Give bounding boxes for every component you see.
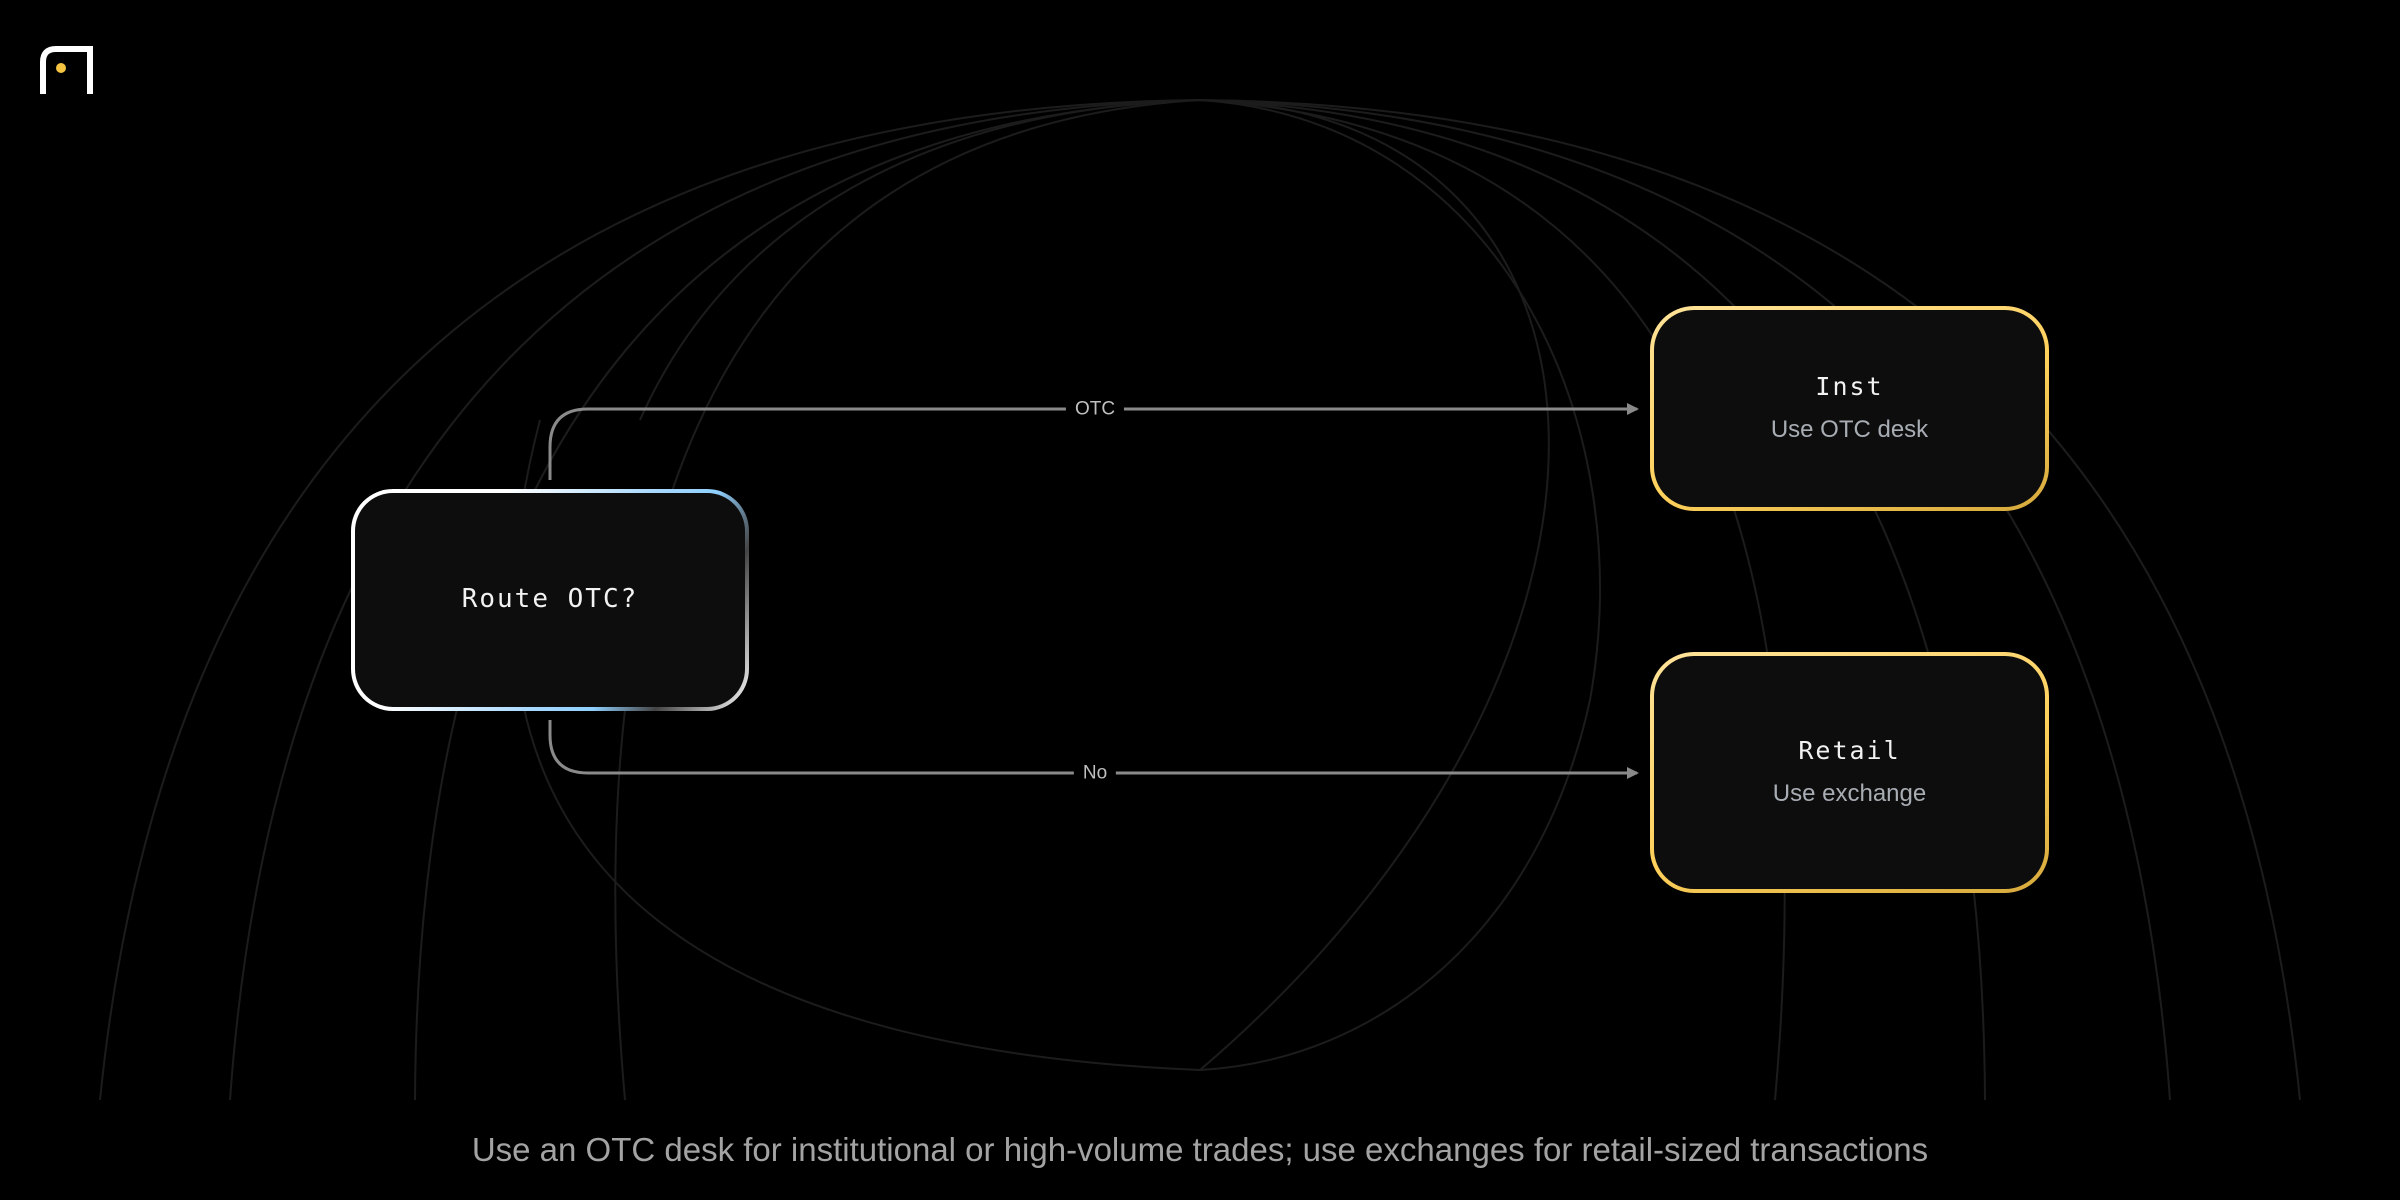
outcome-node-title: Retail — [1798, 736, 1901, 766]
decision-node-title: Route OTC? — [461, 584, 639, 615]
outcome-node-subtitle: Use OTC desk — [1770, 416, 1929, 444]
outcome-node-retail: Retail Use exchange — [1650, 652, 2049, 893]
edge-label-no: No — [1073, 763, 1117, 783]
decision-node-route-otc: Route OTC? — [351, 489, 749, 711]
outcome-node-subtitle: Use exchange — [1772, 780, 1927, 808]
outcome-node-title: Inst — [1815, 372, 1884, 402]
diagram-caption: Use an OTC desk for institutional or hig… — [471, 1131, 1929, 1168]
edge-otc-line — [548, 403, 1639, 480]
edge-no-line — [548, 720, 1639, 779]
edge-label-otc: OTC — [1065, 399, 1125, 419]
outcome-node-inst: Inst Use OTC desk — [1650, 306, 2049, 511]
brand-logo-icon — [40, 46, 93, 94]
